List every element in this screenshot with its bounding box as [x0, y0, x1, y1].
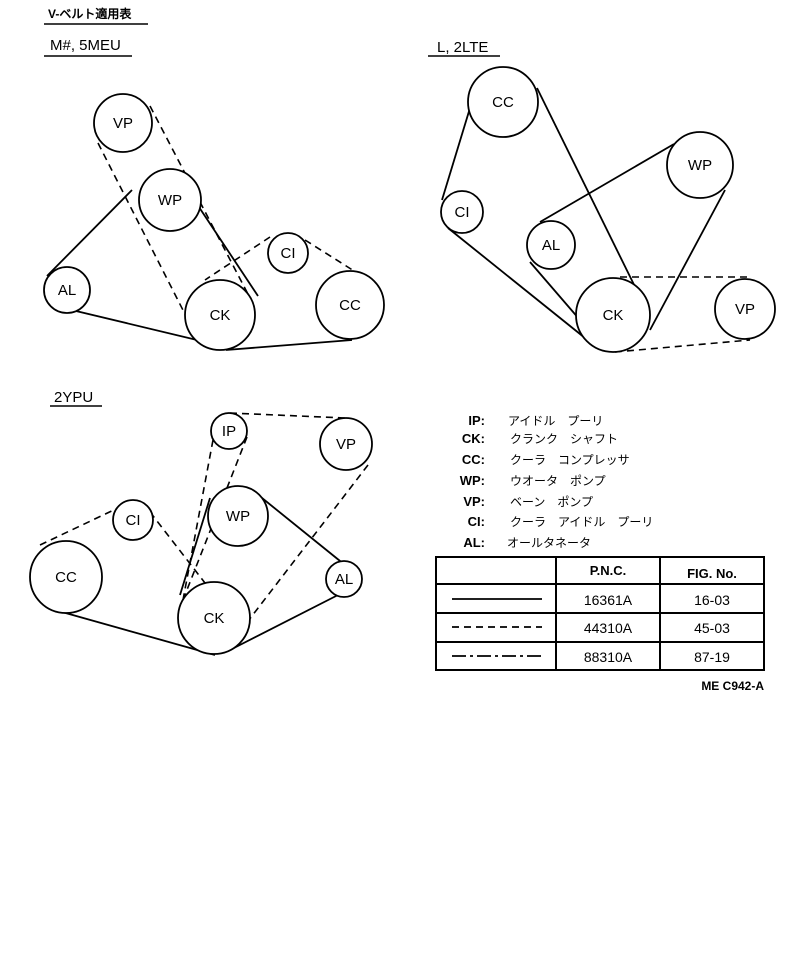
belt-dashed — [229, 412, 346, 419]
legend-value: クーラ コンプレッサ — [510, 453, 630, 467]
pulley-al — [526, 220, 576, 270]
sheet-title: V-ベルト適用表 — [48, 6, 132, 21]
legend-value: クランク シャフト — [510, 432, 618, 446]
table-cell-pnc: 16361A — [584, 592, 633, 608]
pulley-label-ck: CK — [603, 307, 624, 324]
pulley-vp — [714, 278, 776, 340]
legend-value: アイドル プーリ — [508, 414, 603, 428]
pulley-ip — [210, 412, 248, 450]
diagram-m5meu: M#, 5MEU VP WP AL CK CI CC — [43, 37, 385, 351]
pulley-cc — [315, 270, 385, 340]
pulley-label-al: AL — [58, 282, 76, 299]
pulley-label-ck: CK — [204, 610, 225, 627]
belt-dashed — [97, 142, 189, 321]
diagram-2ypu: 2YPU IP VP CI WP CC CK AL — [29, 389, 373, 656]
legend-key: VP: — [463, 494, 485, 509]
table-cell-fig: 16-03 — [694, 592, 730, 608]
legend-key: AL: — [463, 535, 485, 550]
table-cell-fig: 45-03 — [694, 620, 730, 636]
legend-value: ベーン ポンプ — [510, 495, 593, 509]
belt-solid — [539, 143, 675, 223]
pulley-label-wp: WP — [688, 157, 712, 174]
pulley-ci — [112, 499, 154, 541]
pulley-label-cc: CC — [55, 569, 77, 586]
pulley-ck — [184, 279, 256, 351]
legend-value: オールタネータ — [507, 536, 591, 550]
belt-solid — [441, 107, 471, 201]
legend-value: ウオータ ポンプ — [510, 474, 606, 488]
table-cell-pnc: 44310A — [584, 620, 633, 636]
legend-value: クーラ アイドル プーリ — [510, 515, 653, 529]
table-header-pnc: P.N.C. — [590, 563, 627, 578]
table-cell-pnc: 88310A — [584, 649, 633, 665]
diagram-l2lte: L, 2LTE CC CI WP AL CK VP — [428, 39, 776, 353]
belt-solid — [225, 339, 353, 351]
pulley-wp — [207, 485, 269, 547]
belt-solid — [529, 261, 581, 321]
table-header-fig: FIG. No. — [687, 566, 737, 581]
pulley-vp — [319, 417, 373, 471]
belt-solid — [46, 189, 133, 277]
pulley-label-al: AL — [335, 571, 353, 588]
pulley-ci — [267, 232, 309, 274]
pulley-label-ip: IP — [222, 423, 236, 440]
belt-dashed — [614, 339, 751, 353]
pulley-cc — [29, 540, 103, 614]
belt-solid — [536, 87, 646, 308]
legend-key: IP: — [468, 413, 485, 428]
pulley-cc — [467, 66, 539, 138]
pulley-al — [325, 560, 363, 598]
abbreviation-legend: IP: アイドル プーリ CK: クランク シャフト CC: クーラ コンプレッ… — [460, 413, 654, 550]
pulley-label-al: AL — [542, 237, 560, 254]
diagram-title-m5meu: M#, 5MEU — [50, 37, 121, 54]
pulley-label-ck: CK — [210, 307, 231, 324]
diagram-title-l2lte: L, 2LTE — [437, 39, 488, 56]
pulley-al — [43, 266, 91, 314]
pulley-label-cc: CC — [339, 297, 361, 314]
pulley-label-ci: CI — [126, 512, 141, 529]
pulley-wp — [138, 168, 202, 232]
pulley-label-ci: CI — [455, 204, 470, 221]
parts-table: P.N.C. FIG. No. 16361A 16-03 44310A 45-0… — [435, 556, 765, 671]
table-cell-fig: 87-19 — [694, 649, 730, 665]
figure-code: ME C942-A — [701, 679, 764, 693]
belt-solid — [649, 189, 726, 331]
pulley-label-vp: VP — [336, 436, 356, 453]
belt-solid — [229, 594, 339, 651]
legend-key: CC: — [462, 452, 485, 467]
belt-solid — [179, 497, 211, 596]
pulley-ck — [575, 277, 651, 353]
pulley-label-cc: CC — [492, 94, 514, 111]
pulley-label-vp: VP — [113, 115, 133, 132]
belt-dashed — [182, 439, 214, 601]
belt-dashed — [204, 236, 271, 281]
legend-key: CI: — [468, 514, 485, 529]
belt-solid — [261, 497, 346, 566]
pulley-label-wp: WP — [158, 192, 182, 209]
belt-dashed — [244, 464, 369, 626]
pulley-label-ci: CI — [281, 245, 296, 262]
pulley-label-vp: VP — [735, 301, 755, 318]
belt-solid — [61, 611, 216, 656]
legend-key: CK: — [462, 431, 485, 446]
belt-solid — [447, 227, 586, 339]
pulley-ck — [177, 581, 251, 655]
belt-dashed — [39, 507, 119, 546]
legend-key: WP: — [460, 473, 485, 488]
diagram-title-2ypu: 2YPU — [54, 389, 93, 406]
pulley-vp — [93, 93, 153, 153]
belt-dashed — [149, 511, 206, 584]
pulley-ci — [440, 190, 484, 234]
pulley-wp — [666, 131, 734, 199]
pulley-label-wp: WP — [226, 508, 250, 525]
